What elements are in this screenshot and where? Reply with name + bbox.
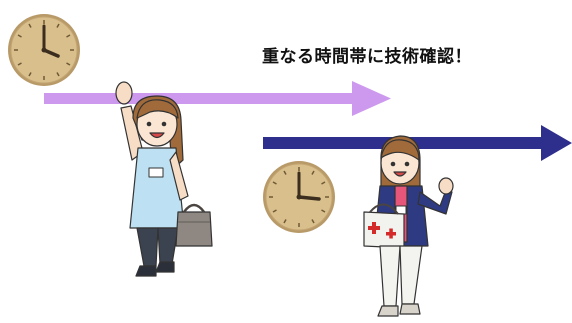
nurse-leaving-illustration (115, 81, 213, 277)
clock-icon (263, 161, 335, 233)
headline-text: 重なる時間帯に技術確認！ (262, 47, 472, 67)
clock-icon (8, 14, 80, 86)
arrow-right-icon (44, 81, 391, 116)
nurse-arriving-illustration (363, 135, 454, 317)
